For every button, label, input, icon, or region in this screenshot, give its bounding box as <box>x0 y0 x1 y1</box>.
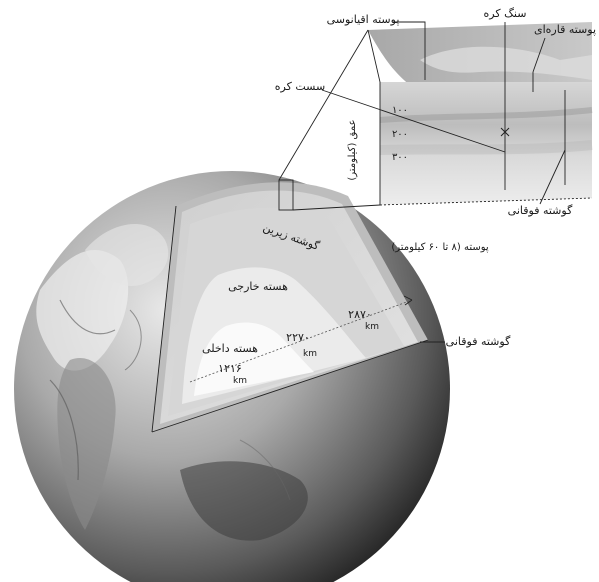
label-upper-mantle-block: گوشته فوقانی <box>508 204 573 217</box>
depth-tick-300: ۳۰۰ <box>392 152 408 163</box>
label-lithosphere: سنگ کره <box>484 7 527 20</box>
label-inner-core: هسته داخلی <box>202 342 258 355</box>
label-oceanic-crust: پوسته اقیانوسی <box>327 13 400 26</box>
distance-2270-unit: km <box>303 349 317 359</box>
label-asthenosphere: سست کره <box>275 80 325 93</box>
distance-1216-value: ۱۲۱۶ <box>218 362 242 375</box>
distance-1216-unit: km <box>233 376 247 386</box>
block-edge-left <box>368 30 380 205</box>
depth-axis-label: عمق (کیلومتر) <box>347 119 358 180</box>
depth-tick-200: ۲۰۰ <box>392 129 408 140</box>
label-crust-note: پوسته (۸ تا ۶۰ کیلومتر) <box>391 242 489 253</box>
label-continental-crust: پوسته قاره‌ای <box>534 23 596 36</box>
distance-2870-value: ۲۸۷۰ <box>348 308 372 321</box>
distance-2870-unit: km <box>365 322 379 332</box>
globe <box>14 171 450 582</box>
distance-2270-value: ۲۲۷۰ <box>286 331 310 344</box>
label-upper-mantle-globe: گوشته فوقانی <box>446 335 511 348</box>
label-outer-core: هسته خارجی <box>228 280 288 293</box>
